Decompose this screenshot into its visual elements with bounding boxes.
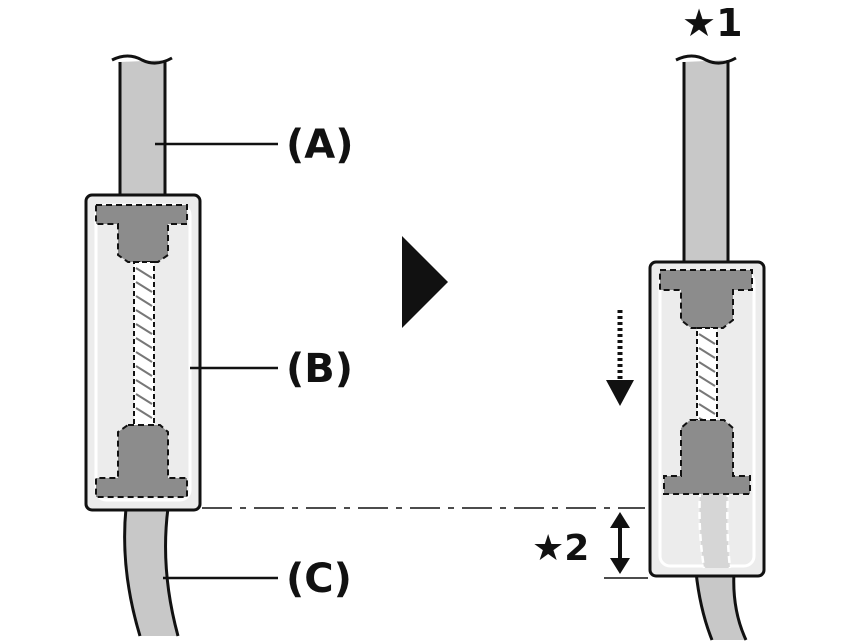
- label-star-2: ★2: [532, 528, 589, 569]
- triangle-right-icon: [402, 236, 448, 328]
- right-lower-cable: [694, 570, 748, 641]
- arrow-down-icon: [606, 310, 634, 406]
- double-arrow-vertical-icon: [610, 512, 630, 574]
- label-star-1: ★1: [682, 1, 743, 45]
- left-top-fitting: [95, 204, 188, 263]
- measurement-guide: ★2: [202, 507, 648, 579]
- left-upper-cable: [111, 54, 173, 198]
- label-c: (C): [286, 556, 352, 602]
- label-b: (B): [286, 346, 353, 392]
- right-bottom-fitting: [663, 419, 751, 495]
- right-inner-wire: [696, 327, 718, 429]
- right-assembly: ★1: [606, 1, 766, 641]
- right-inner-cable-guide: [698, 489, 732, 569]
- right-upper-cable: [675, 54, 737, 264]
- right-top-fitting: [659, 269, 753, 329]
- left-inner-wire: [133, 261, 155, 428]
- left-bottom-fitting: [95, 424, 188, 498]
- label-a: (A): [286, 122, 354, 168]
- left-lower-cable: [123, 507, 180, 637]
- left-assembly: (A) (B) (C): [84, 54, 354, 637]
